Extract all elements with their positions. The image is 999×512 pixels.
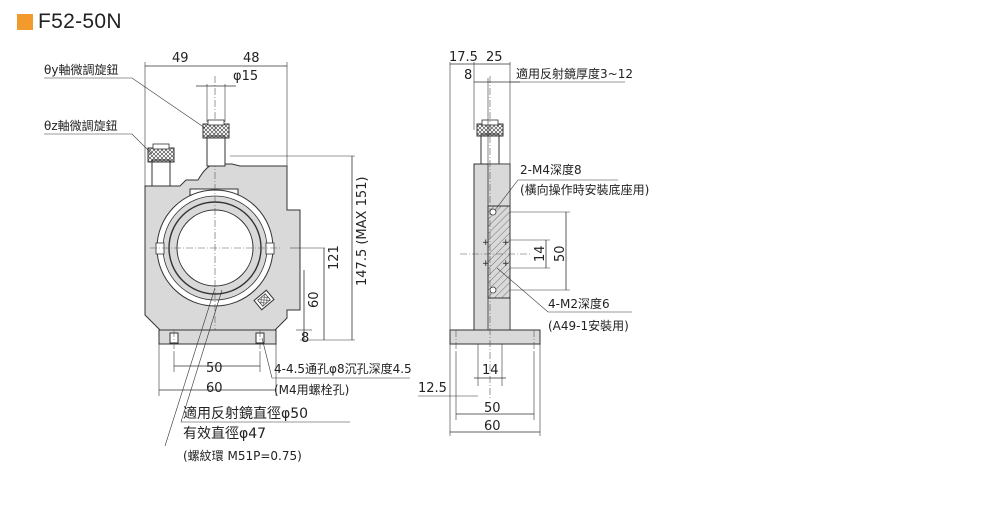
cell-tab-left [155, 242, 165, 255]
dim-side-17-5: 17.5 [449, 50, 478, 65]
svg-text:+: + [502, 259, 510, 269]
dim-width-left: 49 [172, 51, 189, 66]
label-mirror-thickness: 適用反射鏡厚度3~12 [516, 66, 633, 81]
dim-knob-dia: φ15 [233, 69, 258, 84]
label-thread-ring: (螺紋環 M51P=0.75) [183, 449, 302, 463]
theta-y-knob-shaft [206, 135, 226, 167]
base-plate [158, 329, 277, 345]
label-mount-holes: 4-4.5通孔φ8沉孔深度4.5 [274, 361, 412, 376]
label-m2-holes-note: (A49-1安裝用) [548, 318, 629, 333]
dim-base-50: 50 [206, 361, 223, 376]
side-base-plate [449, 329, 541, 345]
dim-height-8: 8 [301, 331, 309, 346]
label-effective-diameter: 有效直徑φ47 [183, 425, 266, 442]
front-view: 49 48 φ15 θy軸微調旋鈕 θz軸微調旋鈕 147.5 (MAX 151… [44, 51, 412, 463]
dim-height-60: 60 [307, 291, 322, 308]
title-block: F52-50N [17, 10, 122, 34]
label-mirror-diameter: 適用反射鏡直徑φ50 [183, 405, 308, 422]
dim-side-8: 8 [464, 68, 472, 83]
lock-screw-icon [253, 289, 275, 311]
dim-base-60: 60 [206, 381, 223, 396]
dim-side-50-horizontal: 50 [484, 401, 501, 416]
theta-z-knob-shaft [151, 159, 171, 187]
label-m2-holes: 4-M2深度6 [548, 296, 610, 311]
title-accent-square [17, 14, 33, 30]
theta-y-knob-icon [202, 123, 230, 139]
mirror-thickness-slot [487, 205, 511, 299]
cell-tab-right [265, 242, 275, 255]
label-m4-holes-note: (橫向操作時安裝底座用) [520, 182, 649, 197]
theta-z-knob-icon [147, 147, 175, 163]
m4-hole-bottom [489, 286, 497, 294]
label-mount-holes-note: (M4用螺栓孔) [274, 382, 349, 397]
label-theta-z-knob: θz軸微調旋鈕 [44, 119, 118, 133]
dim-side-25: 25 [486, 50, 503, 65]
dim-side-60-horizontal: 60 [484, 419, 501, 434]
dim-side-12-5: 12.5 [418, 381, 447, 396]
dim-side-50-vertical: 50 [553, 245, 568, 262]
svg-text:+: + [502, 238, 510, 248]
label-m4-holes: 2-M4深度8 [520, 162, 582, 177]
label-theta-y-knob: θy軸微調旋鈕 [44, 63, 118, 77]
dim-side-14-vertical: 14 [533, 245, 548, 262]
dim-height-total: 147.5 (MAX 151) [355, 177, 370, 286]
dim-side-14-horizontal: 14 [482, 363, 499, 378]
model-title: F52-50N [38, 10, 122, 33]
dim-width-right: 48 [243, 51, 260, 66]
svg-text:+: + [482, 259, 490, 269]
side-view: + + + + 17.5 2 [418, 50, 649, 436]
dim-height-121: 121 [327, 245, 342, 270]
svg-text:+: + [482, 238, 490, 248]
